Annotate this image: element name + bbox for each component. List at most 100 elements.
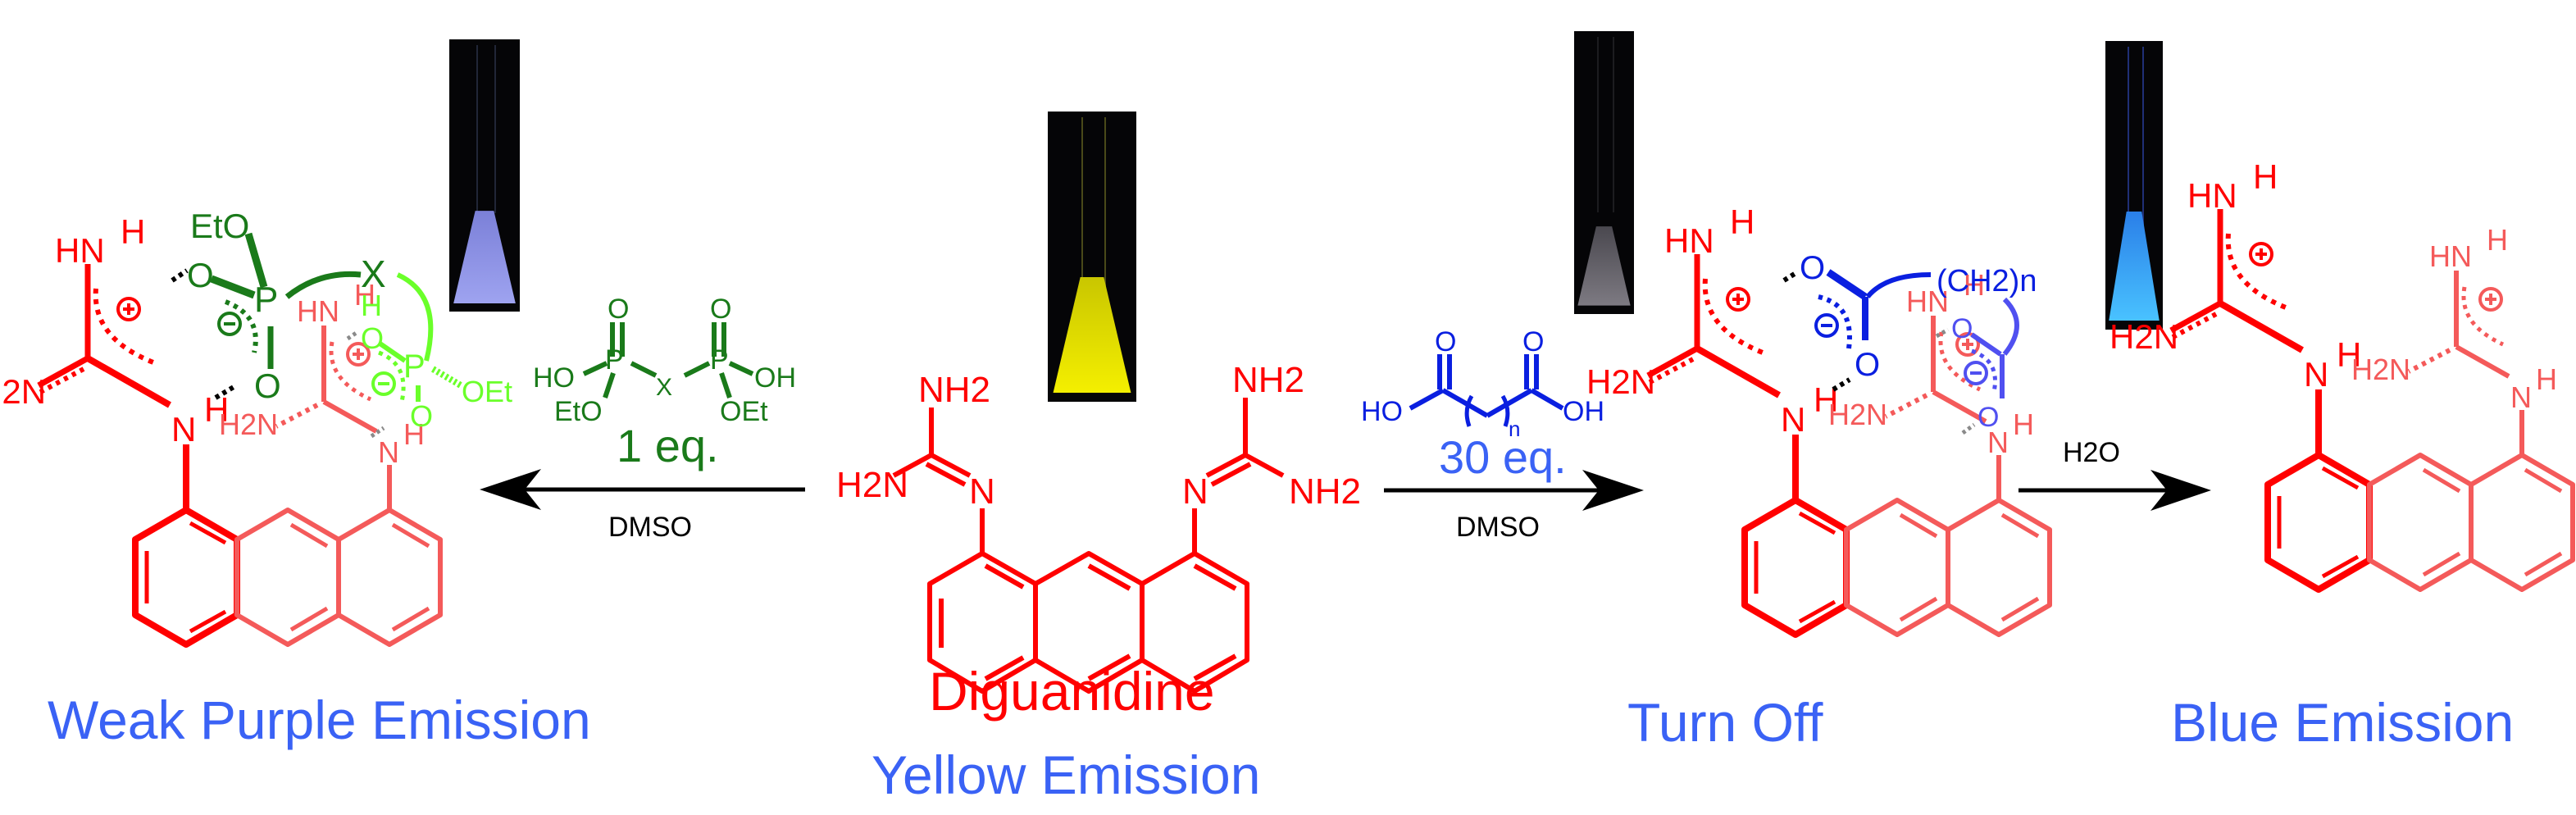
atom-hn: HN	[297, 294, 339, 328]
atom-oet: OEt	[462, 375, 512, 408]
hashed-wedge	[430, 366, 463, 389]
dicarboxylic-acid-reagent	[1409, 354, 1564, 427]
double-bond	[1899, 596, 1938, 622]
diguanidine-structure	[892, 398, 1285, 694]
delocalization-arc	[93, 288, 155, 365]
negative-charge-icon	[1814, 313, 1839, 338]
bisphosphonate-reagent	[582, 322, 754, 398]
hydrogen-bond	[370, 426, 385, 439]
hydrogen-bond	[1961, 422, 1976, 435]
atom-h: H	[403, 417, 425, 451]
atom-o: O	[254, 367, 281, 405]
linker-bond	[2002, 297, 2019, 356]
double-bond	[1798, 599, 1836, 624]
hydrogen-bond	[1782, 270, 1799, 283]
atom-n: N	[378, 435, 399, 469]
positive-charge-icon	[116, 297, 141, 321]
wedge-bond	[244, 232, 268, 289]
reagent-atom-o: O	[1435, 326, 1456, 357]
atom-h2n: H2N	[836, 465, 908, 505]
water-reagent-label: H2O	[2063, 437, 2120, 468]
negative-charge-icon	[371, 371, 396, 396]
atom-h2n: H2N	[1586, 362, 1655, 401]
negative-charge-icon	[217, 312, 242, 336]
hydrogen-bond	[346, 330, 359, 341]
atom-o: O	[1855, 347, 1880, 383]
atom-h2n: H2N	[0, 372, 46, 411]
double-bond	[189, 521, 227, 545]
atom-h: H	[2536, 362, 2557, 396]
anthracene-ring	[336, 508, 443, 647]
atom-n: N	[1987, 426, 2009, 459]
atom-o: O	[361, 321, 384, 355]
partial-bond	[2165, 312, 2218, 343]
atom-h: H	[121, 212, 145, 251]
delocalization-arc	[224, 299, 258, 353]
partial-bond	[1884, 393, 1928, 419]
reagent-atom-x: X	[656, 374, 672, 401]
anthracene-ring	[2367, 453, 2474, 592]
flask-photo-turn-off	[1574, 31, 1634, 314]
delocalization-arc	[1702, 278, 1764, 355]
reagent-atom-eto: EtO	[554, 396, 603, 427]
double-bond	[2422, 467, 2461, 494]
turn-off-label: Turn Off	[1627, 692, 1823, 753]
delocalization-arc	[2225, 233, 2287, 310]
flask-neck	[476, 44, 497, 214]
atom-nh2: NH2	[918, 370, 990, 410]
atom-o: O	[410, 399, 433, 433]
flask-photo-yellow	[1048, 112, 1136, 402]
atom-h2n: H2N	[2109, 317, 2178, 356]
bond	[2219, 300, 2304, 353]
atom-p: P	[403, 348, 426, 385]
anthracene-ring	[234, 508, 341, 647]
bond	[2455, 344, 2510, 379]
reagent-atom-o: O	[1522, 326, 1544, 357]
compound-name-label: Diguanidine	[929, 661, 1215, 722]
flask-neck	[1596, 36, 1615, 212]
wedge-bond	[1826, 269, 1868, 300]
bond	[86, 355, 171, 408]
double-bond	[1798, 511, 1836, 535]
reagent-atom-p: P	[605, 344, 624, 376]
atom-h: H	[2487, 223, 2508, 257]
double-bond	[2524, 551, 2563, 577]
hydrogen-bond	[1832, 377, 1851, 392]
hydrogen-bond	[1935, 327, 1950, 339]
reaction-arrow-left	[480, 469, 805, 510]
bond	[1932, 389, 1987, 424]
anthracene-ring	[2469, 453, 2575, 592]
anthracene-ring	[1844, 498, 1950, 637]
bond	[1970, 332, 2002, 357]
left-reagent-equivalents: 1 eq.	[617, 420, 719, 471]
bond	[322, 399, 378, 434]
delocalization-arc	[329, 341, 372, 402]
atom-eto: EtO	[190, 207, 249, 245]
wedge-bond	[210, 275, 256, 299]
atom-hn: HN	[2429, 239, 2472, 273]
reagent-atom-p: P	[710, 344, 729, 376]
left-solvent-label: DMSO	[608, 512, 692, 543]
atom-h: H	[1730, 203, 1755, 241]
flask-neck	[2127, 47, 2145, 226]
atom-n: N	[969, 471, 995, 512]
delocalization-arc	[1971, 348, 1997, 393]
atom-o: O	[187, 256, 214, 294]
bond	[2169, 300, 2222, 334]
atom-hn: HN	[55, 231, 105, 270]
linker-bond	[1865, 272, 1932, 298]
positive-charge-icon	[1955, 332, 1980, 357]
partial-bond	[2407, 348, 2451, 374]
atom-h2n: H2N	[2351, 353, 2410, 386]
double-bond	[391, 606, 430, 632]
atom-h: H	[2013, 408, 2034, 441]
delocalization-arc	[2461, 286, 2505, 347]
atom-h: H	[1964, 268, 1985, 302]
reaction-arrow-right	[1384, 470, 1644, 511]
double-bond	[2422, 551, 2461, 577]
anthracene-ring	[132, 507, 240, 648]
reagent-atom-ho: HO	[533, 362, 575, 394]
atom-n: N	[1781, 400, 1805, 439]
